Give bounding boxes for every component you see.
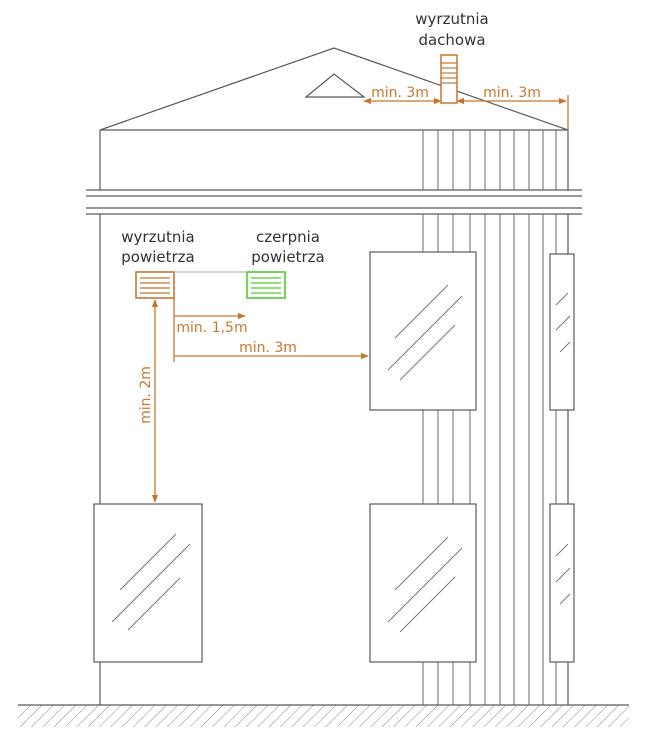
air-exhaust-vent bbox=[135, 271, 175, 299]
air-intake-label-line2: powietrza bbox=[251, 248, 324, 266]
window-upper-middle bbox=[369, 251, 477, 411]
air-exhaust-label-line2: powietrza bbox=[121, 248, 194, 266]
air-exhaust-label-line1: wyrzutnia bbox=[121, 228, 194, 246]
air-intake-label-line1: czerpnia bbox=[256, 228, 320, 246]
window-lower-left bbox=[93, 503, 203, 663]
dim-roof-to-edge-label: min. 3m bbox=[483, 85, 541, 101]
window-lower-middle bbox=[369, 503, 477, 663]
roof-exhaust-label-line1: wyrzutnia bbox=[415, 10, 488, 28]
dimension-lines bbox=[151, 95, 569, 503]
air-intake-vent bbox=[246, 271, 286, 299]
window-lower-right bbox=[549, 503, 575, 663]
dim-exhaust-to-intake-label: min. 1,5m bbox=[176, 320, 247, 336]
dormer-vent bbox=[304, 73, 366, 98]
dim-roof-to-dormer-label: min. 3m bbox=[371, 85, 429, 101]
roof-exhaust-chimney bbox=[440, 54, 458, 104]
dim-exhaust-to-window-label: min. 3m bbox=[239, 340, 297, 356]
window-upper-right bbox=[549, 253, 575, 411]
ground bbox=[18, 704, 629, 727]
dim-exhaust-to-lower-window-label: min. 2m bbox=[138, 366, 154, 424]
roof-exhaust-label-line2: dachowa bbox=[418, 31, 485, 49]
